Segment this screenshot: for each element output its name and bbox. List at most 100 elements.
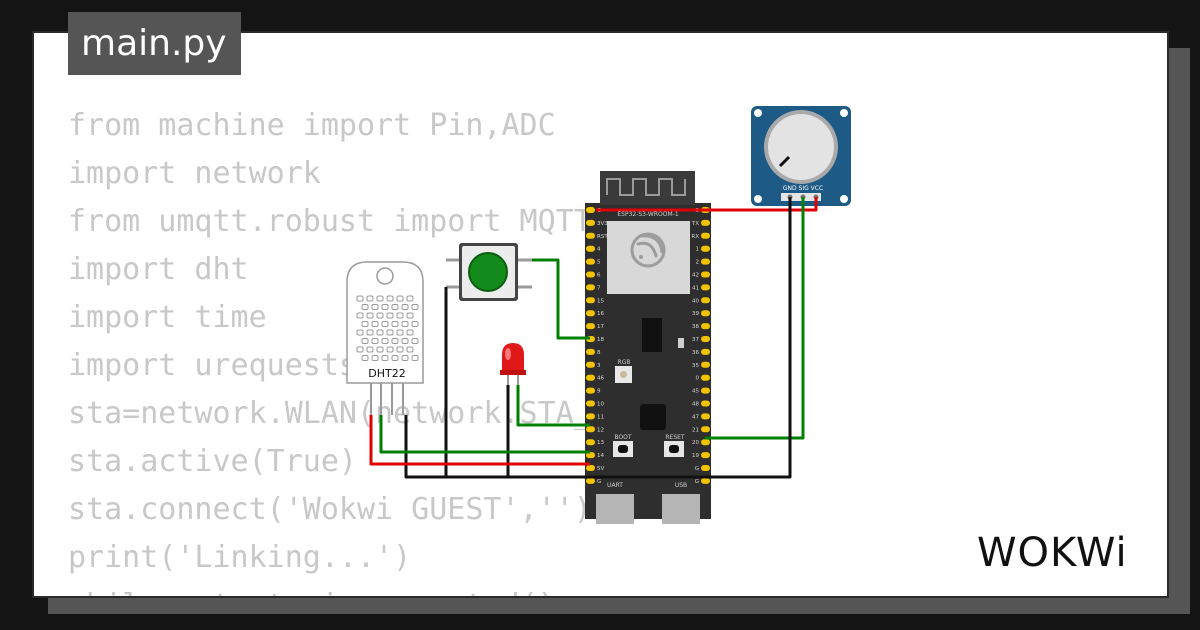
board-pin[interactable] [586,297,595,304]
board-pin-label: 21 [692,427,699,433]
board-pin[interactable] [586,284,595,291]
board-pin-label: 9 [597,389,601,395]
dht22-sensor[interactable]: DHT22 [346,261,424,415]
board-pin[interactable] [586,439,595,446]
board-pin[interactable] [586,426,595,433]
board-pin[interactable] [701,426,710,433]
board-pin[interactable] [701,284,710,291]
espressif-logo-icon [630,232,666,268]
dht-vent [411,338,419,344]
board-pin[interactable] [586,245,595,252]
board-pin[interactable] [586,361,595,368]
wire-dht-data[interactable] [379,415,590,454]
mount-hole [840,195,848,203]
board-pin-label: 5V [597,466,604,472]
board-pin[interactable] [701,258,710,265]
wire-led-signal[interactable] [516,385,590,427]
dht-vent [381,321,389,327]
smd-part [678,338,684,348]
board-pin-label: 10 [597,402,604,408]
board-pin[interactable] [701,439,710,446]
board-pin[interactable] [586,452,595,459]
board-pin[interactable] [701,477,710,484]
board-pin[interactable] [701,297,710,304]
board-pin-label: 41 [692,285,699,291]
board-pin[interactable] [701,387,710,394]
dht-vent [376,346,384,353]
board-pin-label: 11 [597,414,604,420]
board-pin-label: G [695,466,699,472]
board-pin[interactable] [701,232,710,239]
board-pin-label: 5 [597,260,601,266]
dht-vent [411,321,419,327]
board-pin[interactable] [586,310,595,317]
board-pin[interactable] [586,387,595,394]
dht-vent [396,329,404,336]
pushbutton[interactable] [446,243,532,301]
board-pin[interactable] [701,413,710,420]
board-pin[interactable] [586,400,595,407]
dht-vent [381,338,389,344]
dht-vent [386,295,394,302]
dht-vent [391,304,399,310]
board-pin-label: 35 [692,363,699,369]
board-pin-label: 3 [597,363,601,369]
dht-vent [391,338,399,344]
board-pin-label: 15 [597,298,604,304]
board-pin[interactable] [586,323,595,330]
wire-pot-signal[interactable] [705,197,805,440]
dht-vent [386,346,394,353]
board-pin[interactable] [701,452,710,459]
wire-dht-vcc[interactable] [369,415,590,466]
usb-port[interactable] [662,494,700,524]
code-line: from machine import Pin,ADC [68,108,556,143]
board-pin[interactable] [701,245,710,252]
board-pin[interactable] [586,219,595,226]
board-pin[interactable] [701,219,710,226]
board-pin[interactable] [586,232,595,239]
board-pin[interactable] [586,477,595,484]
board-pin[interactable] [701,361,710,368]
uart-port[interactable] [596,494,634,524]
board-pin[interactable] [701,310,710,317]
dht-vent [401,321,409,327]
board-pin[interactable] [701,400,710,407]
esp32-s3-board[interactable]: ESP32-S3-WROOM-1 RGB BOOT RESET UART USB… [585,171,711,524]
board-pin-label: 36 [692,350,699,356]
rgb-led-lens [620,371,627,378]
board-pin[interactable] [701,323,710,330]
dht-vent [381,355,389,361]
board-pin[interactable] [586,348,595,355]
wire-button-signal[interactable] [532,258,590,340]
red-led[interactable] [500,343,526,385]
wire-pot-gnd[interactable] [404,197,792,479]
dht-vent [371,338,379,344]
dht-vent [406,346,414,353]
dht-vent [356,346,364,353]
board-pin[interactable] [586,271,595,278]
board-pin[interactable] [701,374,710,381]
board-pin[interactable] [586,374,595,381]
board-pin[interactable] [701,465,710,471]
board-pin[interactable] [701,271,710,278]
dht-vent [386,329,394,336]
board-pin[interactable] [586,465,595,471]
code-line: import dht [68,252,249,287]
pot-knob[interactable] [768,114,834,180]
wokwi-logo-text: WOKWi [977,530,1128,576]
file-tab[interactable]: main.py [68,12,241,75]
board-pin-label: TX [691,221,699,227]
potentiometer[interactable]: GND SIG VCC [751,106,851,206]
button-cap[interactable] [468,252,508,292]
board-pin-label: 12 [597,427,604,433]
rf-shield [607,221,690,294]
board-pin[interactable] [586,258,595,265]
board-pin[interactable] [586,413,595,420]
wire-pot-vcc[interactable] [596,197,818,212]
board-pin[interactable] [701,336,710,342]
board-pin[interactable] [701,348,710,355]
chip [642,318,662,352]
board-pin[interactable] [586,207,595,213]
